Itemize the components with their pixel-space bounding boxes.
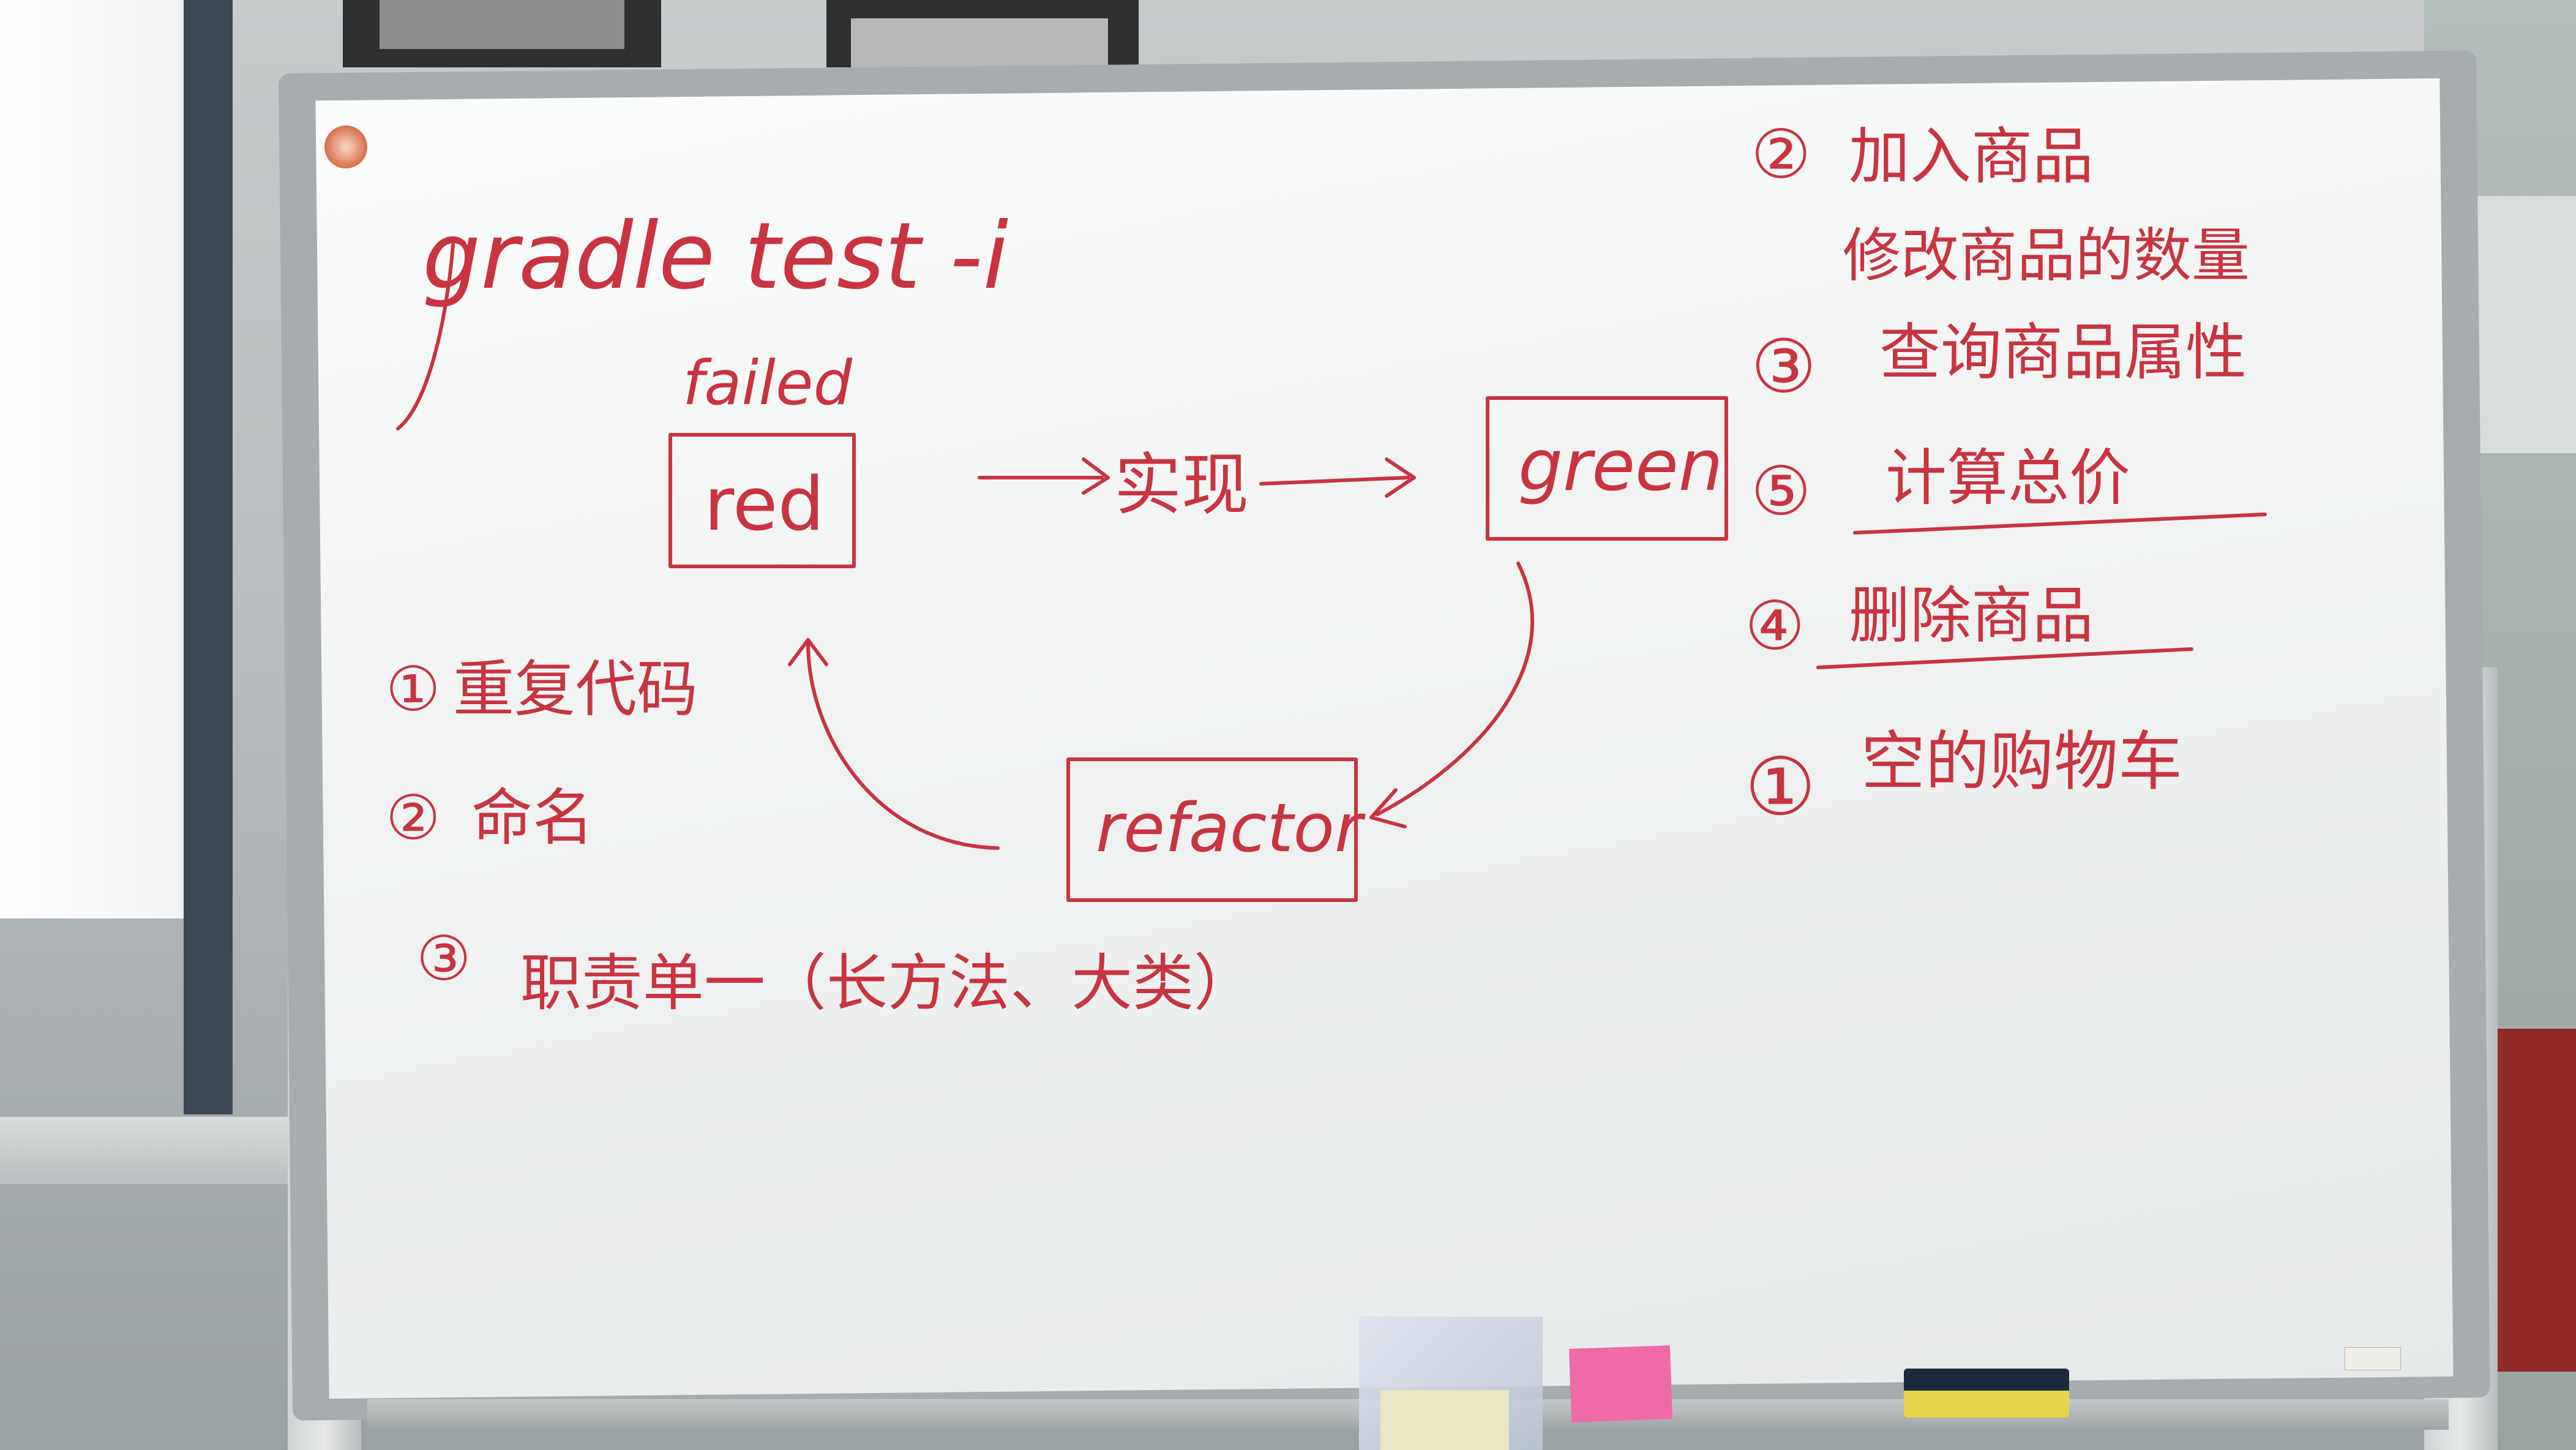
wall-shelf	[0, 1114, 294, 1184]
screen-frame	[184, 0, 233, 1127]
task-1: 加入商品	[1849, 121, 2094, 192]
green-box	[1486, 396, 1728, 541]
arrow-head-2	[1385, 457, 1416, 498]
brand-label	[2345, 1347, 2401, 1370]
arrow-head-3	[1369, 788, 1407, 828]
red-label: red	[704, 462, 825, 547]
arrow-head-1	[1082, 457, 1110, 495]
green-label: green	[1518, 425, 1723, 507]
task-6-marker: ①	[1745, 740, 1816, 833]
gradle-command: gradle test -i	[422, 203, 1008, 310]
refactor-note-1-marker: ①	[386, 653, 441, 725]
task-4: 计算总价	[1885, 442, 2130, 514]
implement-label: 实现	[1114, 446, 1249, 524]
failed-label: failed	[683, 347, 853, 419]
task-3: 查询商品属性	[1879, 317, 2247, 388]
task-2: 修改商品的数量	[1843, 222, 2250, 290]
refactor-note-3: 职责单一（长方法、大类）	[520, 947, 1255, 1019]
picture-frame-right	[826, 0, 1139, 67]
arrow-head-4	[788, 638, 828, 666]
task-5: 删除商品	[1849, 580, 2094, 652]
command-tail	[396, 243, 455, 430]
task-1-marker: ②	[1751, 115, 1811, 193]
arrow-green-to-refactor	[1376, 562, 1535, 816]
task-3-marker: ③	[1751, 325, 1817, 410]
projection-screen	[0, 0, 208, 918]
sponge	[1380, 1390, 1509, 1450]
task-5-marker: ④	[1745, 587, 1805, 665]
task-6: 空的购物车	[1861, 724, 2182, 799]
refactor-note-2: 命名	[471, 782, 594, 854]
task-4-marker: ⑤	[1751, 452, 1811, 530]
refactor-label: refactor	[1096, 789, 1366, 867]
refactor-note-1: 重复代码	[453, 653, 698, 725]
task-5-underline	[1816, 647, 2193, 669]
refactor-note-3-marker: ③	[416, 923, 471, 994]
refactor-box	[1066, 757, 1358, 902]
picture-frame-left	[343, 0, 661, 67]
refactor-note-2-marker: ②	[386, 782, 441, 854]
red-chair	[2485, 1029, 2576, 1372]
whiteboard-eraser	[1904, 1369, 2069, 1418]
red-box	[668, 433, 856, 568]
arrow-refactor-to-red	[806, 641, 1000, 850]
arrow-implement-to-green	[1259, 476, 1410, 486]
brand-logo-icon	[324, 126, 367, 168]
task-4-underline	[1853, 513, 2267, 535]
